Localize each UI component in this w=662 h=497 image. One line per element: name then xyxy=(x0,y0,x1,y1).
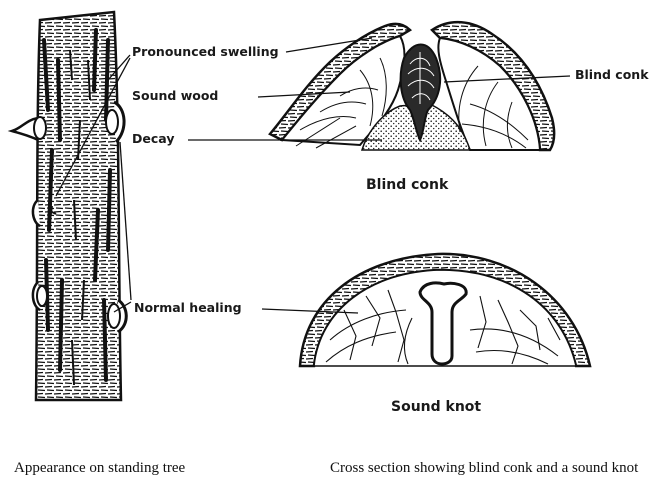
trunk-swelling-upper-left xyxy=(12,117,46,140)
label-sound-wood: Sound wood xyxy=(132,90,218,103)
label-blind-conk: Blind conk xyxy=(575,69,649,82)
title-sound-knot: Sound knot xyxy=(391,400,481,414)
blind-conk-section xyxy=(270,22,554,150)
sound-knot-section xyxy=(300,254,590,366)
label-decay: Decay xyxy=(132,133,174,146)
caption-left: Appearance on standing tree xyxy=(14,459,274,478)
caption-right: Cross section showing blind conk and a s… xyxy=(330,459,650,478)
label-pronounced-swelling: Pronounced swelling xyxy=(132,46,279,59)
tree-trunk xyxy=(36,12,121,400)
title-blind-conk: Blind conk xyxy=(366,178,448,192)
label-normal-healing: Normal healing xyxy=(134,302,242,315)
